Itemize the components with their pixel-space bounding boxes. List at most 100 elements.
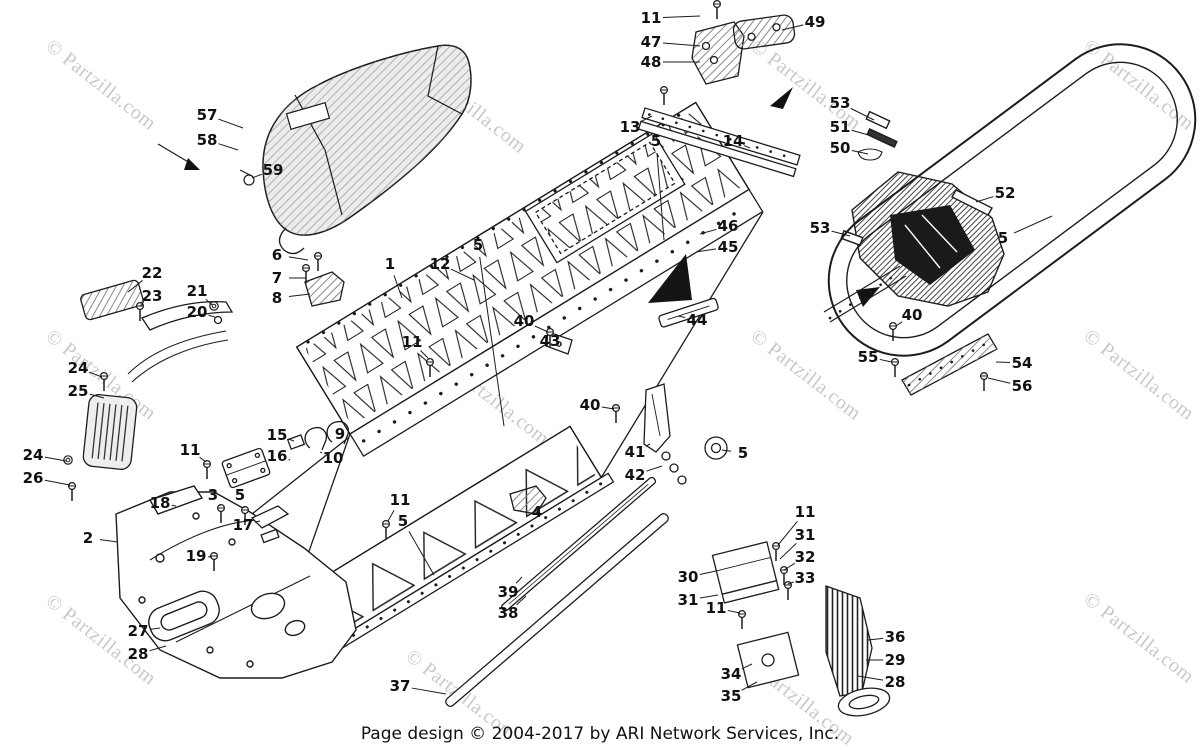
callout-12-27: 12 bbox=[430, 255, 451, 273]
callout-leader-34-70 bbox=[741, 663, 753, 670]
callout-24-42: 24 bbox=[23, 446, 44, 464]
callout-52-13: 52 bbox=[995, 184, 1016, 202]
callout-16-46: 16 bbox=[267, 447, 288, 465]
callout-56-37: 56 bbox=[1012, 377, 1033, 395]
grab-handle-drawing bbox=[148, 590, 220, 642]
callout-14-9: 14 bbox=[723, 132, 744, 150]
callout-leader-47-4 bbox=[662, 42, 701, 47]
callout-28-56: 28 bbox=[128, 645, 149, 663]
callout-leader-22-19 bbox=[127, 280, 143, 293]
callout-40-38: 40 bbox=[580, 396, 601, 414]
footer-credit: Page design © 2004-2017 by ARI Network S… bbox=[360, 724, 840, 744]
callout-44-18: 44 bbox=[687, 311, 708, 329]
callout-leader-33-68 bbox=[787, 581, 794, 585]
callout-5-58: 5 bbox=[398, 512, 408, 530]
callout-55-35: 55 bbox=[858, 348, 879, 366]
callout-leader-18-52 bbox=[171, 504, 177, 507]
callout-leader-55-35 bbox=[879, 358, 893, 363]
callout-45-17: 45 bbox=[718, 238, 739, 256]
callout-leader-8-25 bbox=[288, 293, 311, 298]
callout-26-43: 26 bbox=[23, 469, 44, 487]
callout-leader-11-3 bbox=[662, 15, 701, 19]
callout-leader-5-15 bbox=[1013, 215, 1053, 234]
callout-leader-28-56 bbox=[149, 645, 167, 652]
callout-24-32: 24 bbox=[68, 359, 89, 377]
callout-38-61: 38 bbox=[498, 604, 519, 622]
callout-leader-39-60 bbox=[515, 576, 523, 584]
callout-53-10: 53 bbox=[830, 94, 851, 112]
callout-leader-28-74 bbox=[857, 675, 884, 681]
callout-leader-53-10 bbox=[850, 107, 875, 121]
tunnel-dark-panel bbox=[648, 254, 692, 303]
callout-7-24: 7 bbox=[272, 269, 282, 287]
callout-leader-20-22 bbox=[208, 314, 216, 318]
callout-34-70: 34 bbox=[721, 665, 742, 683]
callout-leader-23-20 bbox=[139, 303, 144, 307]
callout-31-66: 31 bbox=[795, 526, 816, 544]
callout-15-45: 15 bbox=[267, 426, 288, 444]
callout-53-14: 53 bbox=[810, 219, 831, 237]
callout-leader-31-64 bbox=[699, 594, 719, 599]
callout-leader-11-57 bbox=[387, 510, 395, 522]
callout-leader-46-16 bbox=[699, 228, 717, 235]
callout-11-57: 11 bbox=[390, 491, 411, 509]
callout-40-34: 40 bbox=[902, 306, 923, 324]
lower-rails-drawing bbox=[445, 476, 669, 708]
callout-1-26: 1 bbox=[385, 255, 395, 273]
callout-leader-53-14 bbox=[831, 230, 851, 237]
bracket-16-drawing bbox=[221, 447, 271, 489]
callout-leader-5-28 bbox=[479, 256, 505, 427]
running-board-drawing bbox=[287, 425, 615, 663]
callout-leader-3-49 bbox=[219, 504, 221, 507]
snowflap-assembly-drawing bbox=[711, 541, 891, 717]
callout-20-22: 20 bbox=[187, 303, 208, 321]
callout-5-15: 5 bbox=[998, 229, 1008, 247]
callout-leader-37-62 bbox=[411, 687, 447, 695]
callout-28-74: 28 bbox=[885, 673, 906, 691]
callout-19-54: 19 bbox=[186, 547, 207, 565]
callout-42-40: 42 bbox=[625, 466, 646, 484]
callout-leader-26-43 bbox=[44, 479, 71, 486]
callout-10-48: 10 bbox=[323, 449, 344, 467]
callout-leader-5-58 bbox=[408, 531, 435, 576]
callout-leader-51-11 bbox=[851, 129, 873, 137]
callout-leader-11-31 bbox=[420, 350, 429, 359]
callout-leader-24-32 bbox=[89, 371, 103, 378]
callout-2-53: 2 bbox=[83, 529, 93, 547]
callout-leader-31-66 bbox=[779, 542, 797, 560]
callout-leader-5-41 bbox=[721, 449, 732, 452]
callout-leader-58-1 bbox=[218, 143, 239, 151]
callout-leader-49-6 bbox=[781, 24, 804, 31]
callout-leader-38-61 bbox=[516, 595, 527, 606]
callout-3-49: 3 bbox=[208, 486, 218, 504]
callout-leader-50-12 bbox=[851, 150, 869, 155]
callout-41-39: 41 bbox=[625, 443, 646, 461]
callout-leader-42-40 bbox=[646, 465, 663, 472]
top-flange-drawing bbox=[637, 14, 801, 178]
callout-4-59: 4 bbox=[532, 503, 542, 521]
callout-leader-15-45 bbox=[288, 438, 295, 442]
callout-leader-11-65 bbox=[777, 520, 798, 546]
callout-25-33: 25 bbox=[68, 382, 89, 400]
callout-51-11: 51 bbox=[830, 118, 851, 136]
callout-leader-56-37 bbox=[987, 377, 1011, 384]
tunnel-assembly-drawing bbox=[251, 101, 764, 601]
callout-40-29: 40 bbox=[514, 312, 535, 330]
callout-30-63: 30 bbox=[678, 568, 699, 586]
callout-6-23: 6 bbox=[272, 246, 282, 264]
callout-33-68: 33 bbox=[795, 569, 816, 587]
pointer-arrow-icon bbox=[184, 158, 200, 170]
callout-36-72: 36 bbox=[885, 628, 906, 646]
callout-48-5: 48 bbox=[641, 53, 662, 71]
callout-29-73: 29 bbox=[885, 651, 906, 669]
callout-leader-40-29 bbox=[534, 325, 549, 333]
callout-11-69: 11 bbox=[706, 599, 727, 617]
callout-13-7: 13 bbox=[620, 118, 641, 136]
plate-49-drawing bbox=[732, 14, 796, 50]
callout-leader-1-26 bbox=[393, 275, 403, 299]
callout-leader-54-36 bbox=[995, 361, 1011, 364]
callout-59-2: 59 bbox=[263, 161, 284, 179]
callout-leader-13-7 bbox=[640, 115, 653, 123]
